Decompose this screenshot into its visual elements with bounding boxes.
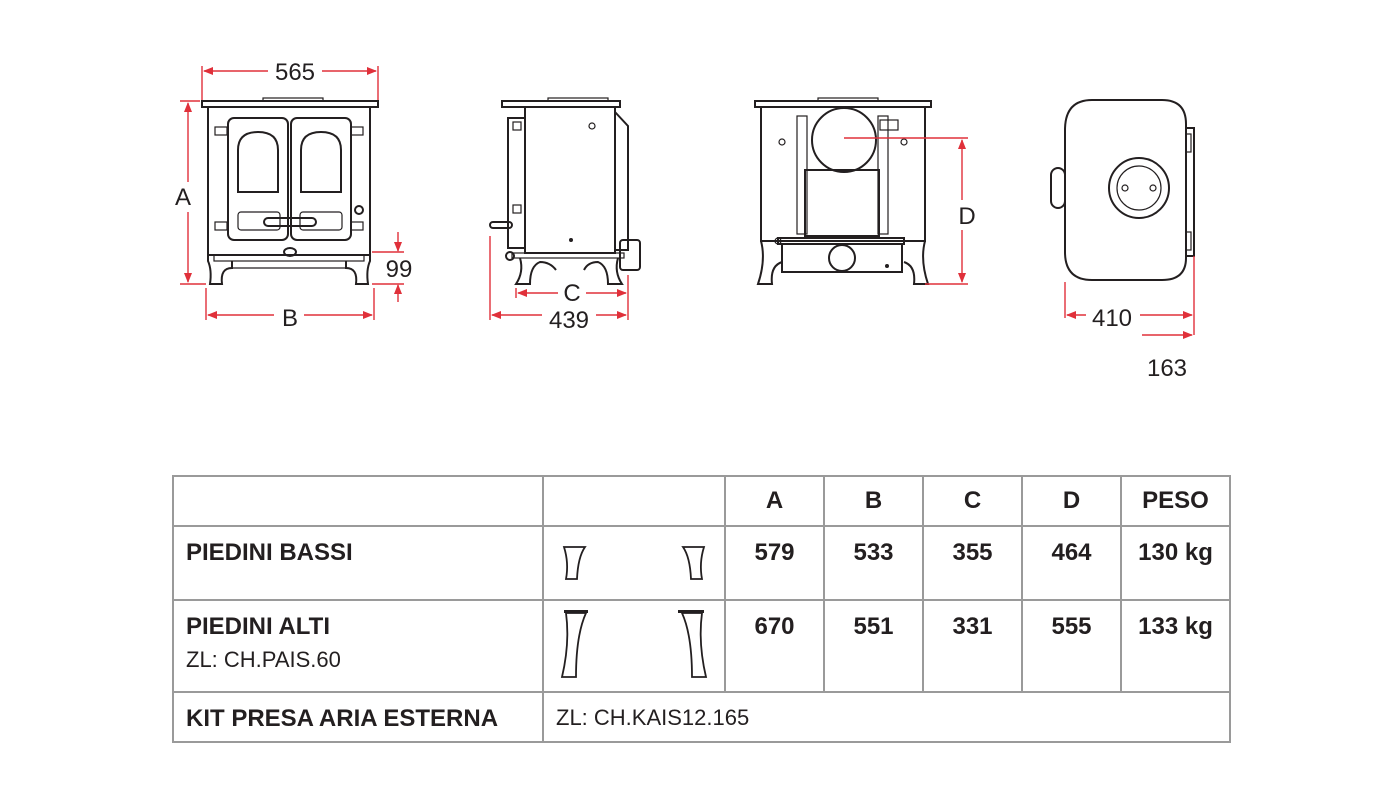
header-peso: PESO [1120,475,1231,527]
table-row-kit: KIT PRESA ARIA ESTERNA ZL: CH.KAIS12.165 [172,691,1231,743]
row-a: 670 [754,613,795,640]
header-blank-name [172,475,544,527]
dim-height-a: A [175,184,191,211]
row-d: 555 [1051,613,1092,640]
row-name: PIEDINI BASSI [186,539,353,566]
row-code: ZL: CH.PAIS.60 [186,647,341,672]
row-c: 331 [952,613,993,640]
dim-height-d: D [958,203,975,230]
table-header-row: A B C D PESO [172,475,1231,527]
row-name-cell: PIEDINI BASSI [172,525,544,601]
dim-flue-offset: 163 [1147,355,1187,382]
short-leg-icon [562,546,706,580]
dim-top-depth: 410 [1092,305,1132,332]
header-d: D [1021,475,1122,527]
dim-depth-c: C [563,280,580,307]
table-row: PIEDINI ALTI ZL: CH.PAIS.60 670 551 331 … [172,599,1231,693]
row-a: 579 [754,539,795,566]
row-leg-image [542,599,726,693]
rear-view: D [754,97,976,285]
kit-code: ZL: CH.KAIS12.165 [556,705,750,730]
technical-drawing: 565 A 99 B C 439 [175,59,1195,382]
table-row: PIEDINI BASSI 579 533 355 464 130 kg [172,525,1231,601]
row-c: 355 [952,539,993,566]
kit-code-cell: ZL: CH.KAIS12.165 [542,691,1231,743]
header-b: B [823,475,924,527]
dim-width-front: 565 [275,59,315,86]
dim-leg-height: 99 [386,256,413,283]
row-peso: 130 kg [1138,539,1213,566]
header-c: C [922,475,1023,527]
kit-name-cell: KIT PRESA ARIA ESTERNA [172,691,544,743]
tall-leg-icon [560,610,708,678]
spec-table: A B C D PESO PIEDINI BASSI 579 533 355 4… [172,475,1231,743]
row-b: 551 [853,613,894,640]
header-a: A [724,475,825,527]
header-blank-image [542,475,726,527]
dim-width-b: B [282,305,298,332]
front-view: 565 A 99 B [175,59,412,332]
row-name-cell: PIEDINI ALTI ZL: CH.PAIS.60 [172,599,544,693]
row-b: 533 [853,539,894,566]
row-name: PIEDINI ALTI [186,613,330,640]
top-view: 410 163 [1050,99,1195,382]
row-peso: 133 kg [1138,613,1213,640]
side-view: C 439 [489,97,641,334]
kit-name: KIT PRESA ARIA ESTERNA [186,705,499,732]
row-leg-image [542,525,726,601]
row-d: 464 [1051,539,1092,566]
dim-depth-total: 439 [549,307,589,334]
